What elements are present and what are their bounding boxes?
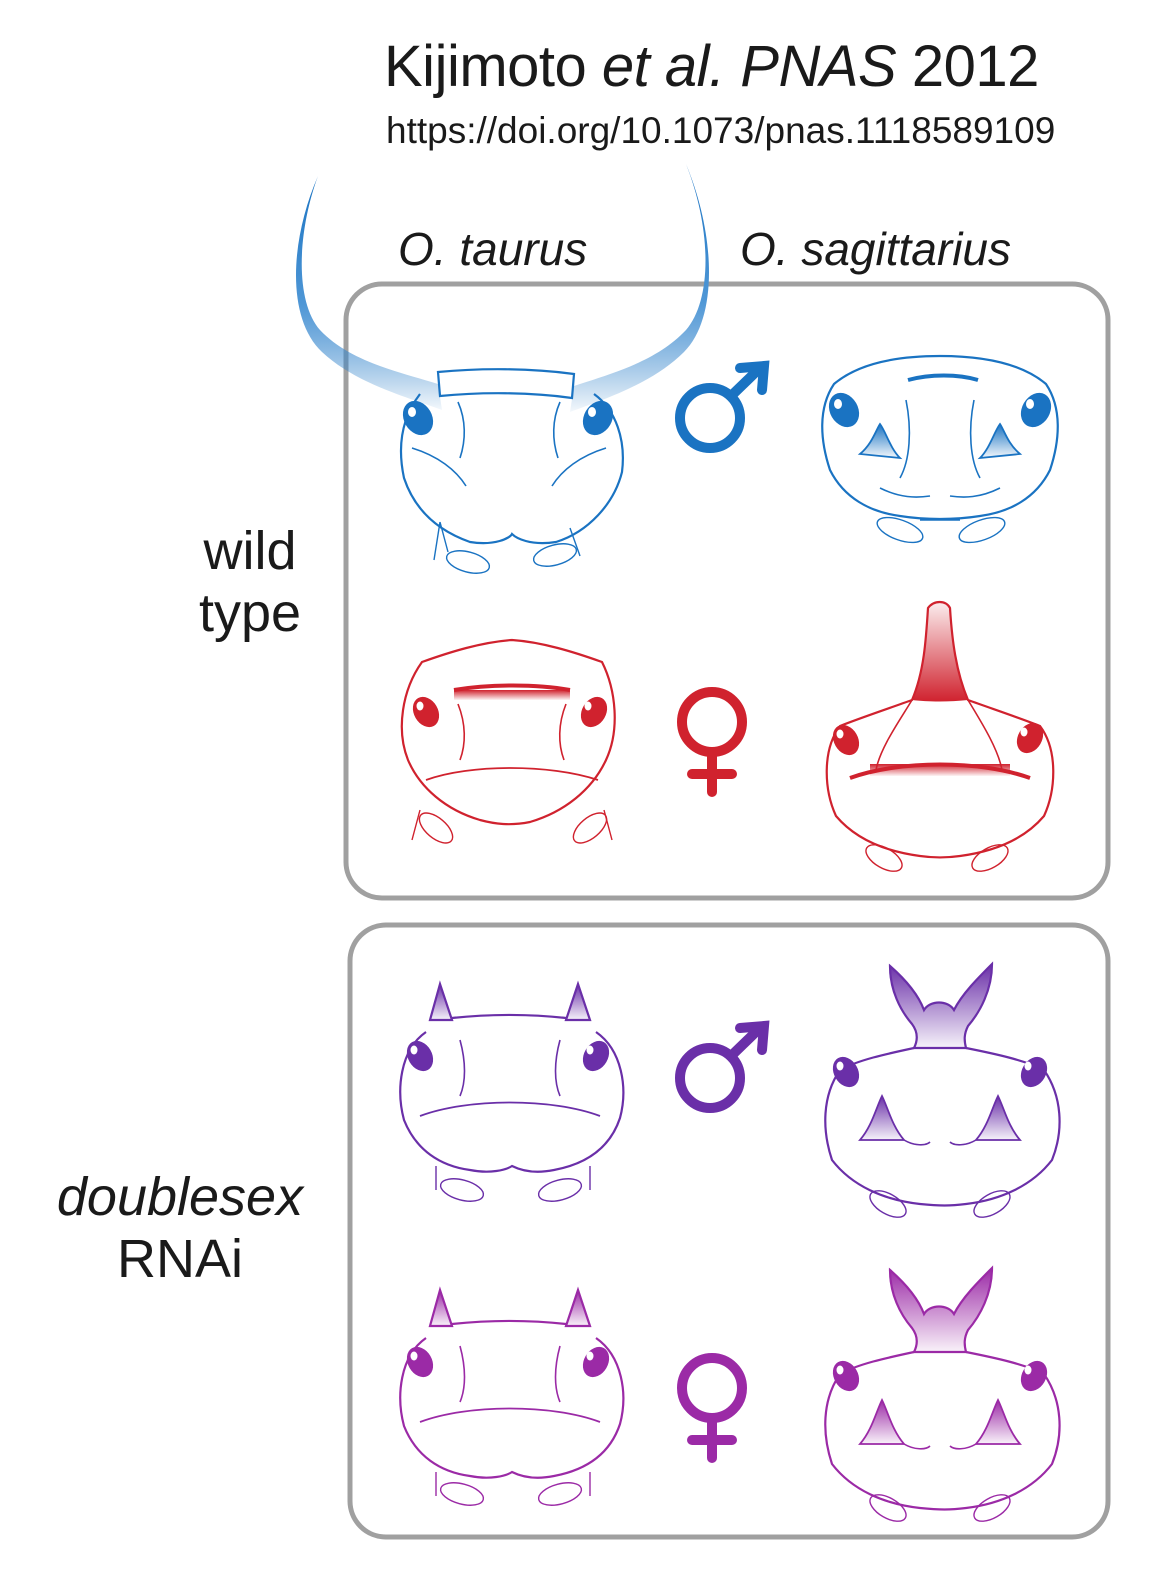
male-symbol-wildtype	[675, 360, 770, 453]
panel-wild-type	[343, 281, 1111, 901]
citation-year: 2012	[911, 34, 1040, 99]
beetle-taurus-female-rnai	[399, 1286, 625, 1506]
row-label-dsx-line2: RNAi	[116, 1229, 243, 1289]
species-label-sagittarius: O. sagittarius	[740, 223, 1011, 275]
row-label-wild-line1: wild	[203, 521, 297, 581]
row-label-doublesex-rnai: doublesex RNAi	[10, 1166, 350, 1290]
beetle-taurus-female-wildtype	[400, 638, 616, 844]
beetle-taurus-male-rnai	[399, 980, 625, 1202]
beetle-taurus-male-wildtype	[296, 164, 709, 574]
male-symbol-rnai	[675, 1020, 770, 1113]
species-label-taurus: O. taurus	[398, 223, 588, 275]
female-symbol-wildtype	[677, 687, 747, 797]
citation-author: Kijimoto	[384, 34, 587, 99]
beetle-sagittarius-female-wildtype	[825, 600, 1055, 872]
citation-etal: et al.	[601, 34, 725, 99]
citation-journal: PNAS	[740, 34, 897, 99]
row-label-dsx-line1: doublesex	[56, 1167, 304, 1227]
row-label-wild-type: wild type	[170, 520, 330, 644]
beetle-sagittarius-male-wildtype	[821, 354, 1059, 544]
row-label-wild-line2: type	[198, 583, 302, 643]
beetle-sagittarius-female-rnai	[824, 1265, 1061, 1522]
citation-title: Kijimoto et al. PNAS 2012	[384, 38, 1039, 96]
panel-doublesex-rnai	[347, 922, 1111, 1540]
female-symbol-rnai	[677, 1353, 747, 1463]
beetle-sagittarius-male-rnai	[824, 961, 1061, 1218]
citation-doi[interactable]: https://doi.org/10.1073/pnas.1118589109	[386, 110, 1056, 151]
